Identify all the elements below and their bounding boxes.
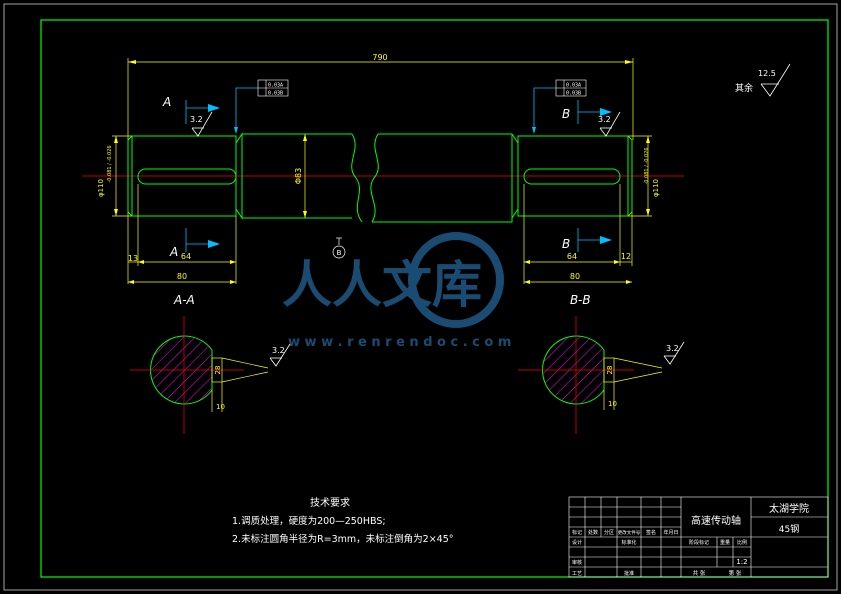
section-b-top-label: B: [562, 107, 570, 121]
roughness-section-a: [269, 343, 291, 367]
tb-total-sheets: 共 张: [693, 569, 706, 577]
section-cut-a: [185, 100, 212, 252]
tb-scale: 1:2: [736, 558, 747, 566]
tb-label-date: 年月日: [663, 529, 678, 536]
view-b-title: B-B: [570, 293, 591, 307]
section-a-top-label: A: [162, 95, 171, 109]
section-cut-b-arrow-top: [600, 108, 612, 116]
section-view-a: [130, 316, 269, 434]
roughness-right: [599, 111, 621, 137]
section-b-key-depth: 10: [608, 400, 617, 408]
section-a-key-width: 28: [214, 366, 222, 375]
tb-label-sign: 签名: [646, 529, 656, 536]
watermark-circle-logo: [408, 232, 504, 328]
section-cut-a-arrow-bottom: [208, 240, 220, 248]
gdt-right-row2: 0.03B: [566, 91, 581, 97]
tb-weight: 重量: [720, 539, 730, 546]
tech-req-line1: 1.调质处理，硬度为200—250HBS;: [232, 515, 386, 527]
dim-left-step: 13: [128, 254, 138, 263]
tb-process: 工艺: [572, 571, 582, 577]
gdt-right-row1: 0.03A: [566, 83, 581, 89]
section-cut-b: [577, 100, 604, 252]
section-b-bottom-label: B: [562, 237, 570, 251]
dim-right-journal: 80: [570, 272, 580, 281]
view-a-title: A-A: [173, 293, 195, 307]
tb-material: 45钢: [779, 523, 799, 535]
section-b-key-width: 28: [606, 366, 614, 375]
dim-right-diameter: φ110: [652, 179, 660, 197]
roughness-general: [760, 63, 791, 97]
tb-stage-mark: 阶段标记: [689, 539, 709, 546]
tb-sheet-no: 第 张: [729, 569, 742, 577]
tb-label-mark: 标记: [572, 529, 582, 536]
dim-left-keyway: 64: [181, 252, 191, 261]
section-cut-a-arrow-top: [208, 104, 220, 112]
gdt-left-row2: 0.03B: [268, 91, 283, 97]
tech-req-line2: 2.未标注圆角半径为R=3mm，未标注倒角为2×45°: [232, 533, 454, 545]
section-view-b: [518, 316, 663, 434]
dim-middle-diameter: Φ83: [294, 168, 303, 184]
roughness-section-a-value: 3.2: [272, 346, 285, 355]
roughness-general-value: 12.5: [758, 69, 776, 78]
roughness-section-b-value: 3.2: [666, 344, 679, 353]
gdt-leader-right-arrow: [532, 127, 536, 134]
left-keyway: [137, 168, 237, 185]
dim-right-diameter-tol: -0.081 / -0.026: [644, 147, 650, 184]
tb-approve: 批准: [624, 570, 634, 577]
roughness-left-value: 3.2: [190, 115, 203, 124]
datum-symbol-letter: B: [337, 249, 342, 257]
title-block: [568, 496, 829, 578]
dim-right-keyway: 64: [567, 252, 577, 261]
tb-label-count: 处数: [588, 529, 598, 536]
tb-standardize: 标准化: [621, 539, 636, 546]
dim-left-journal: 80: [177, 272, 187, 281]
roughness-right-value: 3.2: [598, 115, 611, 124]
section-cut-b-arrow-bottom: [600, 236, 612, 244]
watermark-logo-text: 人人文库: [282, 256, 482, 314]
tb-label-doc: 更改文件号: [618, 529, 641, 536]
dim-right-step: 12: [621, 252, 631, 261]
section-a-bottom-label: A: [169, 245, 178, 259]
right-keyway: [523, 168, 621, 185]
roughness-general-label: 其余: [735, 82, 753, 94]
roughness-section-b: [663, 341, 685, 365]
inner-frame: [40, 19, 829, 578]
tb-reviewer: 审核: [572, 559, 582, 566]
gdt-frame-right: [555, 79, 587, 97]
gdt-frame-left: [257, 79, 289, 97]
roughness-left: [191, 111, 213, 137]
watermark-url: w w w . r e n r e n d o c . c o m: [288, 335, 511, 350]
gdt-leader-left-arrow: [234, 127, 238, 134]
dim-left-diameter: φ110: [97, 179, 105, 197]
tb-part-name: 高速传动轴: [691, 514, 741, 527]
tb-school: 太湖学院: [769, 502, 809, 515]
dimension-arrows: [114, 60, 650, 284]
tb-designer: 设计: [572, 539, 582, 546]
tb-label-zone: 分区: [604, 529, 614, 536]
tb-ratio: 比例: [737, 539, 747, 546]
gdt-leader-right: [533, 87, 556, 132]
dim-left-diameter-tol: -0.081 / -0.026: [107, 145, 113, 182]
datum-symbol: [332, 237, 346, 259]
gdt-leader-left: [235, 87, 258, 132]
gdt-left-row1: 0.03A: [268, 83, 283, 89]
watermark: 人人文库 w w w . r e n r e n d o c . c o m: [282, 232, 511, 350]
section-a-key-depth: 10: [216, 403, 225, 411]
outer-border: [3, 3, 838, 591]
dim-overall-length: 790: [372, 53, 387, 62]
tech-req-title: 技术要求: [310, 496, 350, 509]
